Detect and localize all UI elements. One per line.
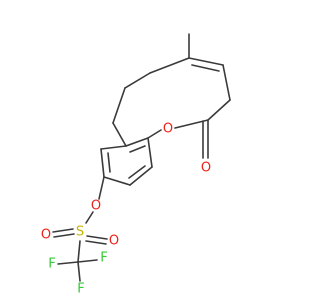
bond-s-o-right bbox=[86, 235, 108, 240]
bond-ar4 bbox=[103, 176, 131, 186]
bond-ar6 bbox=[100, 145, 127, 150]
bond-c-f-top bbox=[77, 259, 98, 263]
bond-ar5 bbox=[100, 148, 105, 178]
bond-s-o-left bbox=[52, 228, 74, 233]
structure-canvas: O O O S O O F F F bbox=[41, 33, 231, 297]
bond-s-c bbox=[77, 240, 81, 263]
bond-alkene bbox=[188, 57, 224, 66]
bond-c-f-left bbox=[57, 261, 79, 265]
sulfonyl-oxygen-right-label: O bbox=[109, 234, 119, 249]
sulfur-label: S bbox=[76, 225, 84, 240]
ring-oxygen-label: O bbox=[163, 122, 173, 137]
bond-s-o-right-double bbox=[85, 240, 107, 245]
bond-ar-inner3 bbox=[107, 152, 111, 173]
bond-c4 bbox=[124, 72, 151, 89]
carbonyl-oxygen-label: O bbox=[201, 161, 211, 176]
bond-c-o bbox=[174, 119, 209, 129]
bond-c5 bbox=[112, 87, 126, 124]
bond-s-o-left-double bbox=[53, 233, 75, 238]
fluorine-left-label: F bbox=[48, 257, 55, 272]
bond-c3 bbox=[149, 57, 190, 74]
bond-o-s bbox=[85, 211, 94, 224]
bond-ar-inner1 bbox=[129, 145, 146, 153]
bond-o-aryl bbox=[147, 129, 162, 139]
bond-alkene-inner bbox=[191, 64, 220, 72]
fluorine-bottom-label: F bbox=[77, 282, 84, 297]
bond-ar3 bbox=[129, 166, 153, 186]
bond-ar2 bbox=[147, 137, 153, 168]
ester-oxygen-label: O bbox=[91, 199, 101, 214]
bond-c6 bbox=[112, 122, 127, 147]
sulfonyl-oxygen-left-label: O bbox=[41, 228, 51, 243]
bond-c2 bbox=[207, 99, 231, 121]
bond-c-f-bottom bbox=[77, 261, 81, 282]
bond-c1 bbox=[222, 64, 231, 101]
bond-aryl-o bbox=[98, 176, 105, 200]
bond-ar-inner2 bbox=[128, 165, 146, 179]
molecule-drawing: O O O S O O F F F bbox=[41, 33, 231, 297]
fluorine-top-label: F bbox=[100, 251, 107, 266]
bond-ar1 bbox=[125, 137, 149, 147]
